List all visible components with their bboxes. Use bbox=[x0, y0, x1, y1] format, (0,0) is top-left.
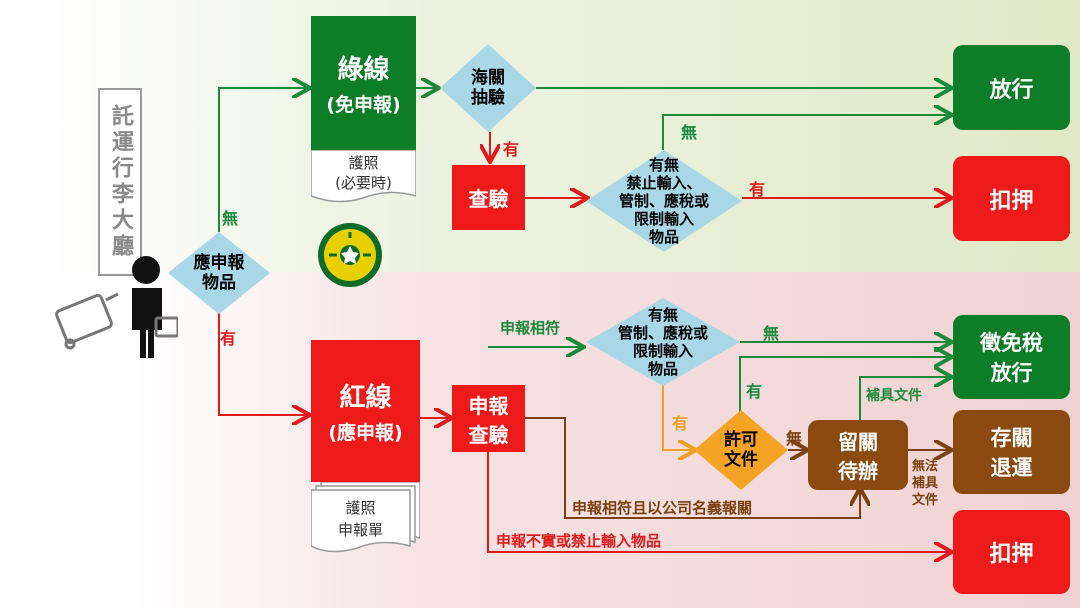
release-box: 放行 bbox=[953, 45, 1070, 130]
customs-check-diamond: 海關抽驗 bbox=[440, 44, 536, 132]
customs-emblem-icon bbox=[317, 222, 383, 288]
false-declare-label: 申報不實或禁止輸入物品 bbox=[496, 532, 662, 550]
match-label: 申報相符 bbox=[500, 319, 561, 337]
traveler-label: 託運行李大廳 bbox=[108, 104, 133, 260]
detain-top-box: 扣押 bbox=[953, 156, 1070, 241]
traveler-label-box: 託運行李大廳 bbox=[98, 88, 142, 276]
cannot-supplement-label: 無法 補具 文件 bbox=[912, 458, 938, 509]
declare-inspect-line1: 申報 bbox=[468, 393, 509, 418]
prohibited-items-text: 有無 禁止輸入、 管制、應稅或 限制輸入 物品 bbox=[619, 156, 709, 246]
permit-line1: 許可 bbox=[724, 429, 758, 450]
prohibited-items-diamond: 有無 禁止輸入、 管制、應稅或 限制輸入 物品 bbox=[586, 150, 742, 252]
permit-decision-text: 許可 文件 bbox=[724, 430, 758, 471]
prohibited-line1: 有無 bbox=[648, 156, 679, 174]
controlled-line2: 管制、應稅或 bbox=[617, 324, 708, 342]
prohibited-line5: 物品 bbox=[648, 228, 679, 246]
tax-release-box: 徵免稅 放行 bbox=[953, 315, 1070, 399]
red-doc-line1: 護照 bbox=[345, 499, 376, 517]
declare-inspect-box: 申報 查驗 bbox=[452, 385, 525, 452]
detain-bottom-box: 扣押 bbox=[953, 510, 1070, 594]
store-return-box: 存關 退運 bbox=[953, 410, 1070, 494]
green-doc-line2: (必要時) bbox=[335, 174, 392, 192]
store-return-line2: 退運 bbox=[990, 456, 1033, 480]
declare-inspect-line2: 查驗 bbox=[468, 422, 509, 447]
prohibited-none-label: 無 bbox=[681, 123, 698, 142]
inspection-yes-label: 有 bbox=[503, 140, 520, 159]
prohibited-line2: 禁止輸入、 bbox=[626, 174, 702, 192]
controlled-line1: 有無 bbox=[647, 306, 678, 324]
red-doc-line2: 申報單 bbox=[337, 521, 383, 539]
cannot-supplement-line1: 無法 bbox=[912, 459, 939, 474]
red-line-document: 護照 申報單 bbox=[310, 481, 421, 554]
tax-release-line1: 徵免稅 bbox=[980, 331, 1043, 355]
inspection-box: 查驗 bbox=[452, 165, 525, 230]
hold-line1: 留關 bbox=[838, 430, 878, 454]
red-line-box: 紅線 (應申報) bbox=[311, 340, 420, 482]
cannot-supplement-line2: 補具 bbox=[912, 476, 939, 491]
permit-yes-label: 有 bbox=[746, 382, 763, 401]
supplement-label: 補具文件 bbox=[866, 388, 922, 404]
detain-top-label: 扣押 bbox=[989, 188, 1034, 214]
store-return-line1: 存關 bbox=[990, 426, 1033, 450]
controlled-yes-label: 有 bbox=[672, 414, 689, 433]
tax-release-line2: 放行 bbox=[990, 361, 1033, 385]
cannot-supplement-line3: 文件 bbox=[912, 493, 939, 508]
detain-bottom-label: 扣押 bbox=[989, 542, 1034, 567]
declaration-decision-label: 應申報物品 bbox=[193, 252, 245, 293]
red-line-title: 紅線 bbox=[339, 383, 392, 413]
green-line-document: 護照 (必要時) bbox=[310, 149, 417, 205]
green-doc-line1: 護照 bbox=[348, 154, 379, 172]
prohibited-line4: 限制輸入 bbox=[633, 210, 694, 228]
prohibited-yes-label: 有 bbox=[749, 180, 766, 199]
declaration-decision-diamond: 應申報物品 bbox=[168, 232, 270, 314]
green-line-box: 綠線 (免申報) bbox=[311, 16, 416, 150]
red-line-subtitle: (應申報) bbox=[328, 422, 403, 444]
branch-none-label: 無 bbox=[222, 209, 239, 228]
permit-line2: 文件 bbox=[724, 450, 758, 470]
controlled-none-label: 無 bbox=[763, 324, 780, 343]
branch-yes-label: 有 bbox=[220, 329, 237, 348]
prohibited-line3: 管制、應稅或 bbox=[618, 192, 709, 210]
green-line-title: 綠線 bbox=[337, 55, 390, 85]
company-declare-label: 申報相符且以公司名義報關 bbox=[572, 499, 753, 517]
traveler-with-luggage-icon bbox=[48, 250, 180, 360]
controlled-line3: 限制輸入 bbox=[632, 342, 693, 360]
hold-box: 留關 待辦 bbox=[808, 420, 908, 490]
hold-line2: 待辦 bbox=[838, 459, 878, 483]
controlled-items-text: 有無 管制、應稅或 限制輸入 物品 bbox=[618, 306, 708, 378]
permit-decision-diamond: 許可 文件 bbox=[694, 410, 788, 490]
green-zone-background bbox=[50, 0, 1080, 272]
controlled-line4: 物品 bbox=[647, 360, 678, 378]
customs-check-label: 海關抽驗 bbox=[471, 67, 505, 108]
controlled-items-diamond: 有無 管制、應稅或 限制輸入 物品 bbox=[586, 298, 740, 386]
inspection-label: 查驗 bbox=[468, 187, 509, 211]
release-label: 放行 bbox=[989, 77, 1034, 103]
permit-none-label: 無 bbox=[786, 429, 803, 448]
green-line-subtitle: (免申報) bbox=[326, 94, 401, 116]
